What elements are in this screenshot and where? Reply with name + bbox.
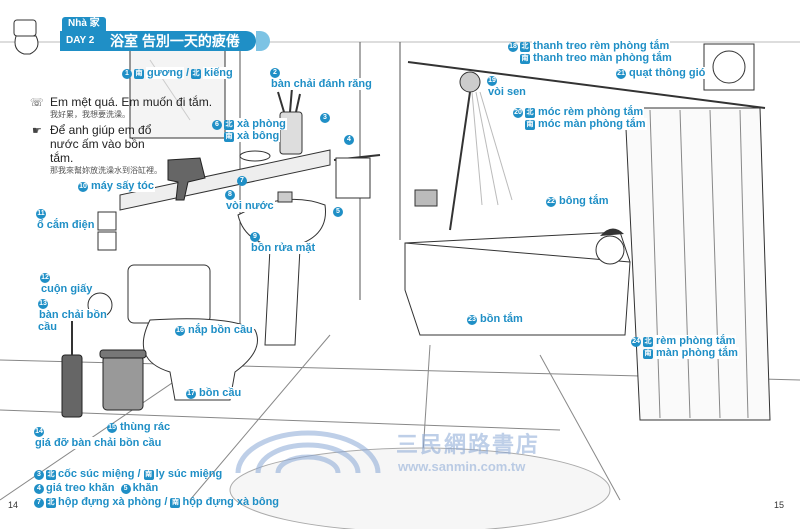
hair-dryer <box>167 157 206 201</box>
hand-icon: ☛ <box>32 125 42 137</box>
category-tab: Nhà 家 <box>62 17 106 31</box>
watermark-name: 三民網路書店 <box>396 432 541 457</box>
shower-curtain <box>624 107 771 421</box>
header-band <box>60 31 256 51</box>
toilet-bowl <box>142 318 258 401</box>
label-4-marker: 4 <box>344 133 356 145</box>
label-5-marker: 5 <box>333 205 345 217</box>
watermark-logo <box>235 430 381 474</box>
watermark-url: www.sanmin.com.tw <box>398 459 526 474</box>
towel <box>335 157 371 199</box>
phrase-zh: 我好累，我想要洗澡。 <box>50 110 130 119</box>
ventilation-fan <box>703 43 755 91</box>
person-head <box>595 235 625 265</box>
trash-can <box>102 355 144 411</box>
phrase-zh: 那我來幫妳放洗澡水到浴缸裡。 <box>50 166 162 175</box>
lesson-header: Nhà 家 DAY 2 浴室 告別一天的疲倦 <box>60 17 270 53</box>
shower-head <box>459 71 481 93</box>
phrase-vi: Để anh giúp em đổ nước ấm vào bồn tắm. <box>50 123 152 165</box>
outlet <box>97 211 117 231</box>
watermark: 三民網路書店 www.sanmin.com.tw <box>228 421 548 479</box>
lesson-title: 浴室 告別一天的疲倦 <box>110 33 240 49</box>
phrase-vi: Em mệt quá. Em muốn đi tắm. <box>50 95 213 109</box>
label-7-marker: 7 <box>237 174 249 186</box>
phrase-1: Em mệt quá. Em muốn đi tắm. 我好累，我想要洗澡。 <box>50 95 220 120</box>
page-number-left: 14 <box>8 500 19 510</box>
bath-mat <box>229 447 611 529</box>
toilet-brush-holder <box>61 354 83 418</box>
page-number-right: 15 <box>774 500 785 510</box>
toilet-icon <box>13 19 39 55</box>
label-3-marker: 3 <box>320 111 332 123</box>
phrase-2: Để anh giúp em đổ nước ấm vào bồn tắm. 那… <box>50 123 170 176</box>
header-cap <box>256 31 270 51</box>
toilet-tank <box>127 264 211 324</box>
soap-dish <box>239 150 271 162</box>
day-label: DAY 2 <box>66 35 95 46</box>
shelf <box>119 149 331 211</box>
speech-icon: ☏ <box>30 97 44 109</box>
curtain-rod <box>407 61 766 109</box>
